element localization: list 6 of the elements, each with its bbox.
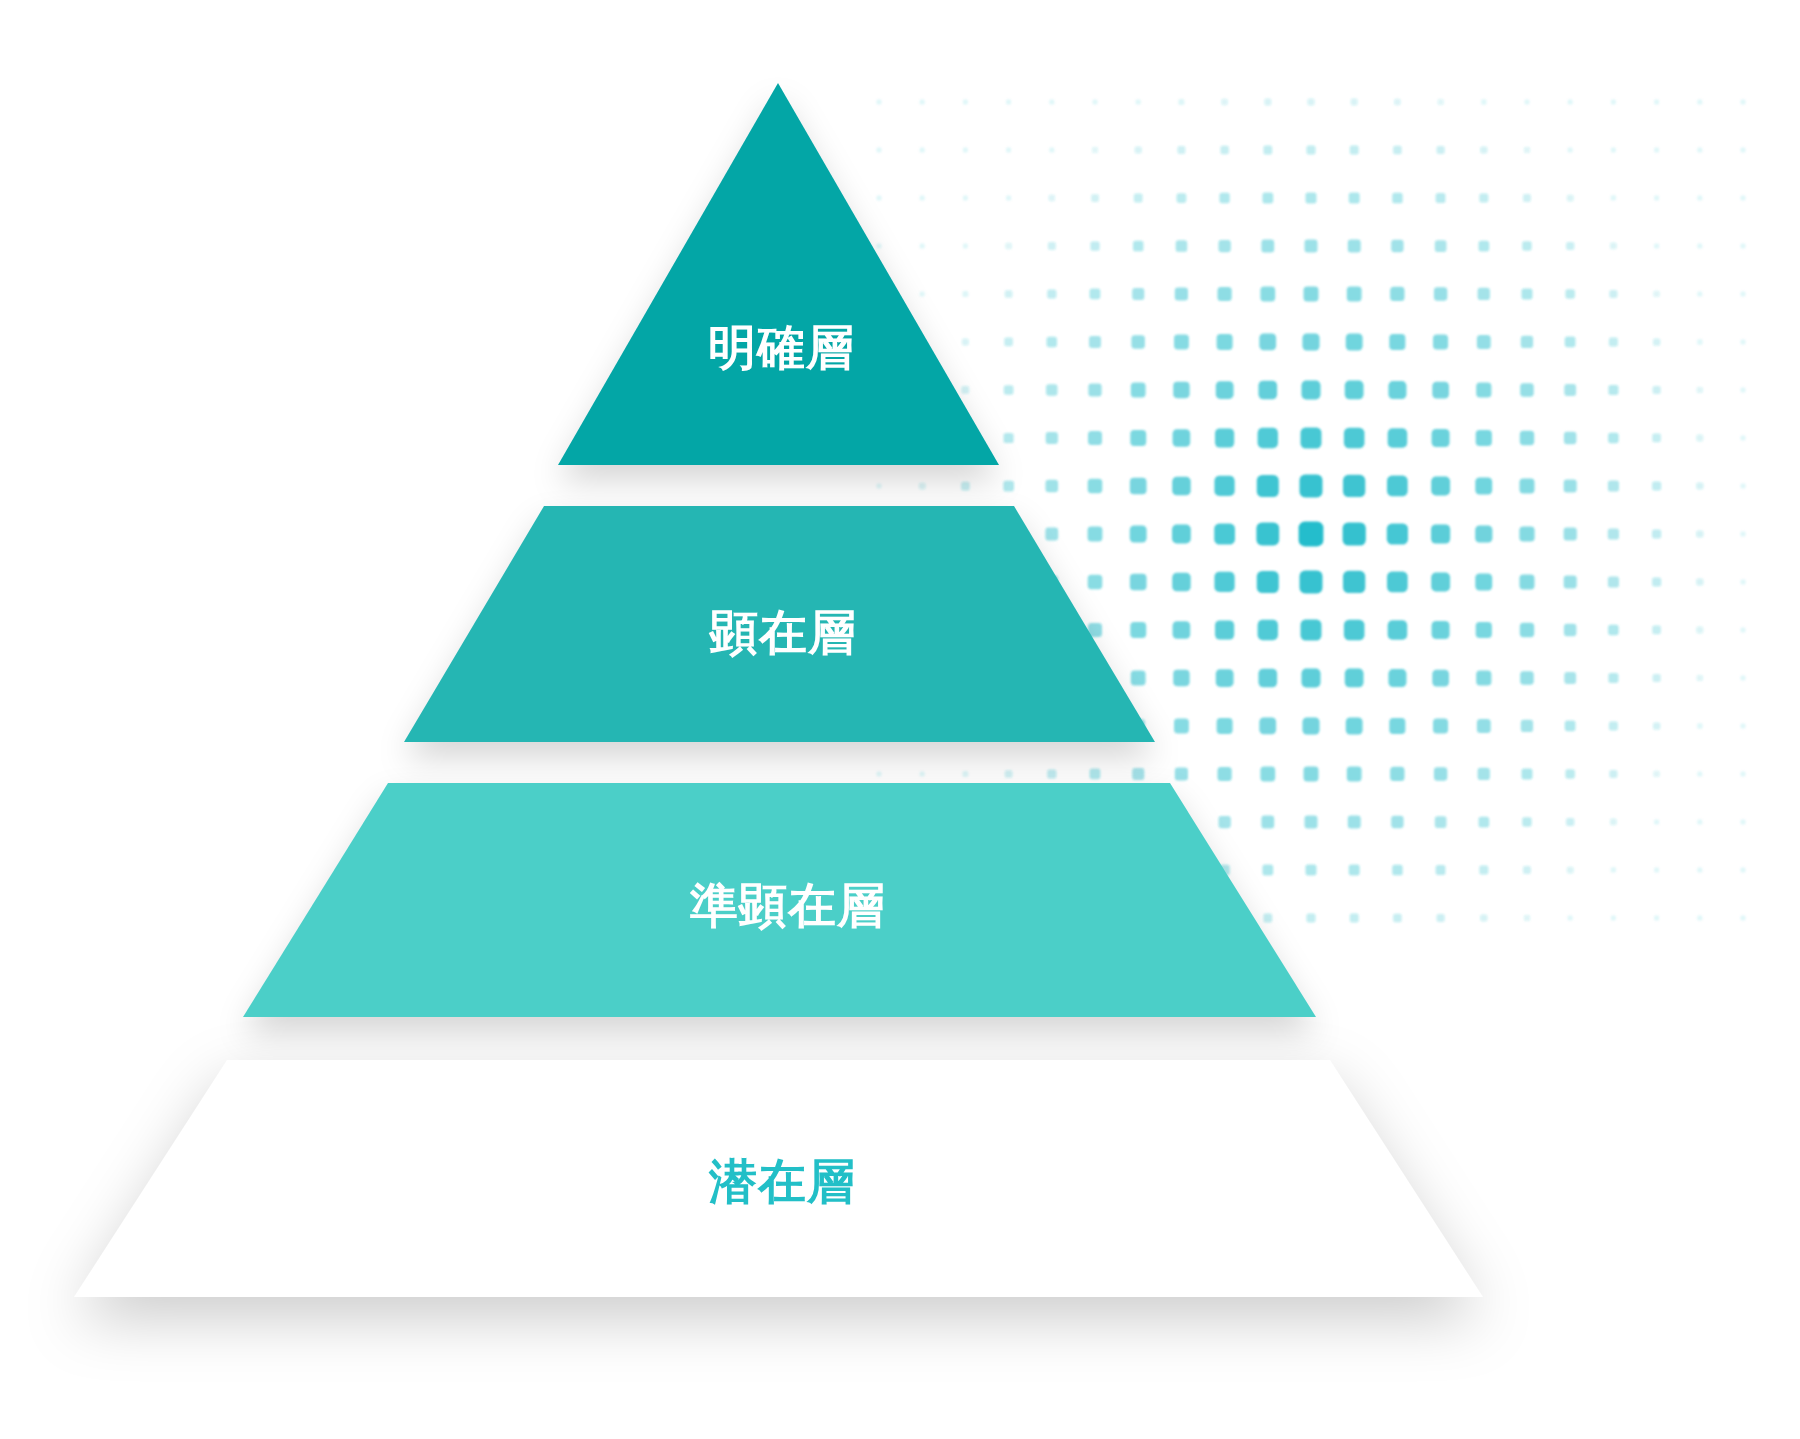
tier-label: 明確層 [707, 323, 855, 371]
tier-label: 顕在層 [709, 608, 857, 656]
pyramid-tier [243, 783, 1316, 1017]
pyramid-tier [404, 506, 1155, 742]
pyramid-tier [558, 83, 999, 465]
tier-label: 準顕在層 [690, 881, 886, 929]
